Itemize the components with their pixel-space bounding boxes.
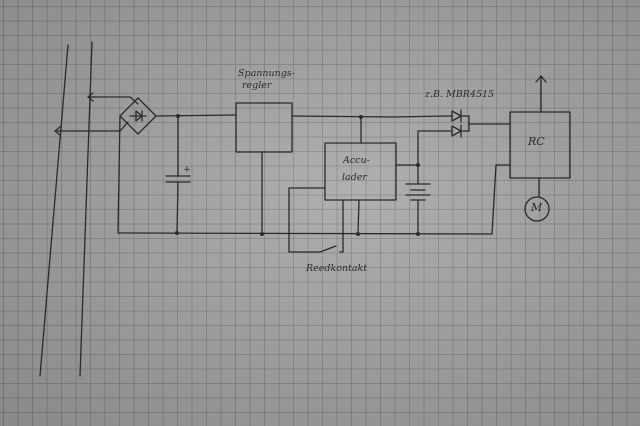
rail-right	[79, 41, 93, 377]
wire-top-bridge-to-regler	[155, 114, 237, 117]
spannungsregler-box	[235, 102, 293, 153]
wire-to-upper-diode	[391, 115, 448, 118]
motor-circle	[524, 196, 550, 222]
dual-diode	[446, 109, 511, 138]
label-cap-plus: +	[183, 164, 191, 175]
label-akku-1: Accu-	[343, 155, 370, 166]
rc-box	[509, 111, 571, 179]
wire-ground-bottom	[117, 115, 493, 235]
label-rc: RC	[528, 135, 545, 148]
pickup-arrow-upper	[87, 92, 139, 105]
label-akku-2: lader	[342, 172, 367, 183]
junction-ground-regler	[260, 232, 264, 236]
label-spannungsregler-1: Spannungs-	[238, 68, 295, 79]
wire-akku-ground	[357, 199, 360, 235]
label-diode-part: z.B. MBR4515	[425, 89, 495, 100]
junction-ground-akku	[356, 232, 360, 236]
wire-ground-to-rc	[491, 164, 497, 235]
reed-contact	[288, 187, 344, 253]
junction-ground-cap	[175, 231, 179, 235]
rc-antenna-arrow	[535, 75, 547, 83]
label-reed: Reedkontakt	[306, 263, 368, 274]
pickup-arrow-lower	[54, 121, 129, 136]
battery	[405, 164, 431, 235]
wire-to-lower-diode	[417, 130, 448, 166]
junction-ground-battery	[416, 232, 420, 236]
rail-left	[39, 44, 69, 377]
wire-regler-out	[291, 115, 393, 118]
bridge-rectifier	[119, 97, 157, 135]
label-motor: M	[531, 201, 543, 214]
akku-lader-box	[324, 142, 397, 201]
label-spannungsregler-2: regler	[242, 80, 272, 91]
capacitor	[165, 115, 191, 234]
